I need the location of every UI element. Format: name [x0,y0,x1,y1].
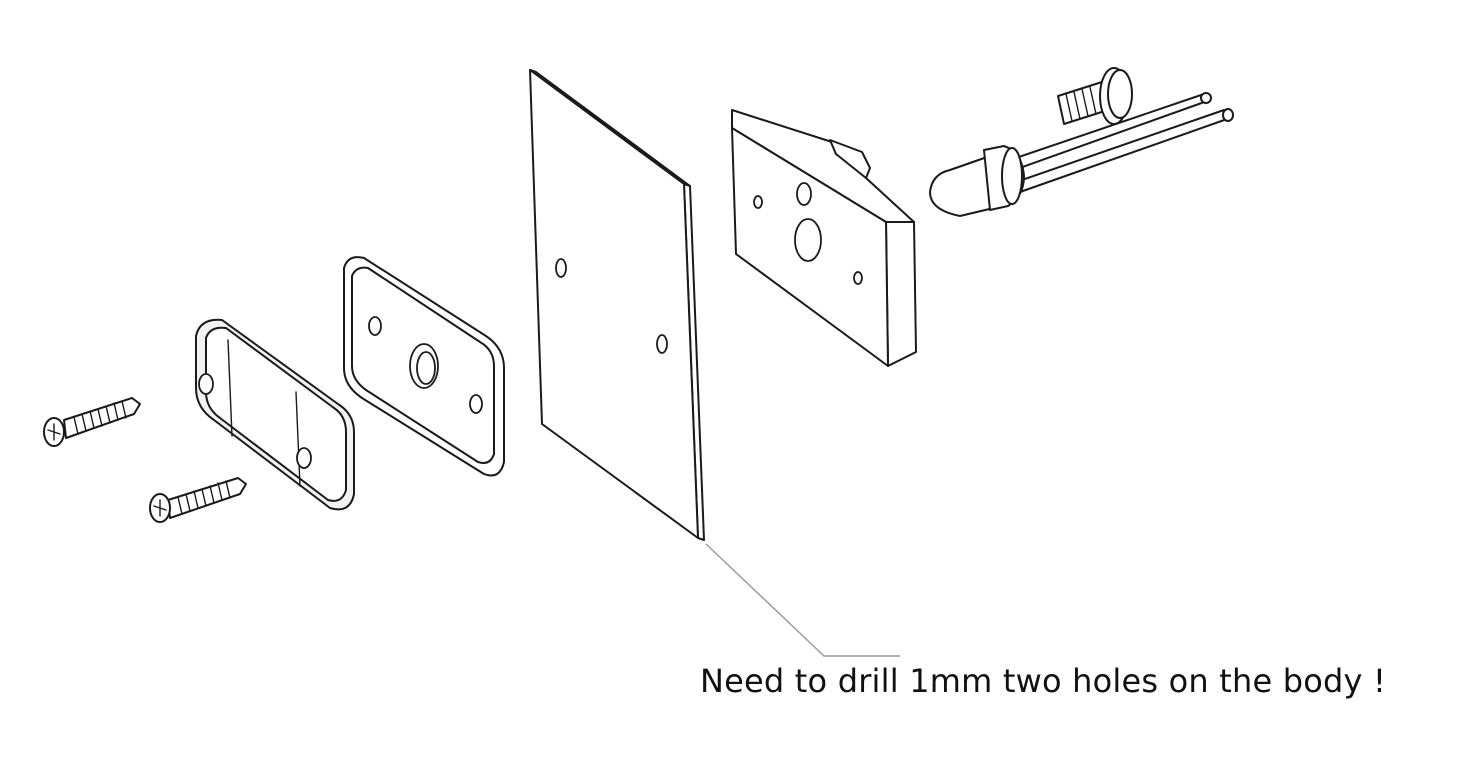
front-cover [195,318,355,511]
drill-holes-note: Need to drill 1mm two holes on the body … [700,662,1387,700]
gasket [343,256,505,477]
led-component [929,92,1234,217]
screw-top [43,397,141,447]
body-plate [529,69,705,541]
rear-housing [731,109,917,367]
small-screw [1057,67,1133,125]
screw-bottom [149,477,247,523]
callout-leader-line [705,543,900,657]
